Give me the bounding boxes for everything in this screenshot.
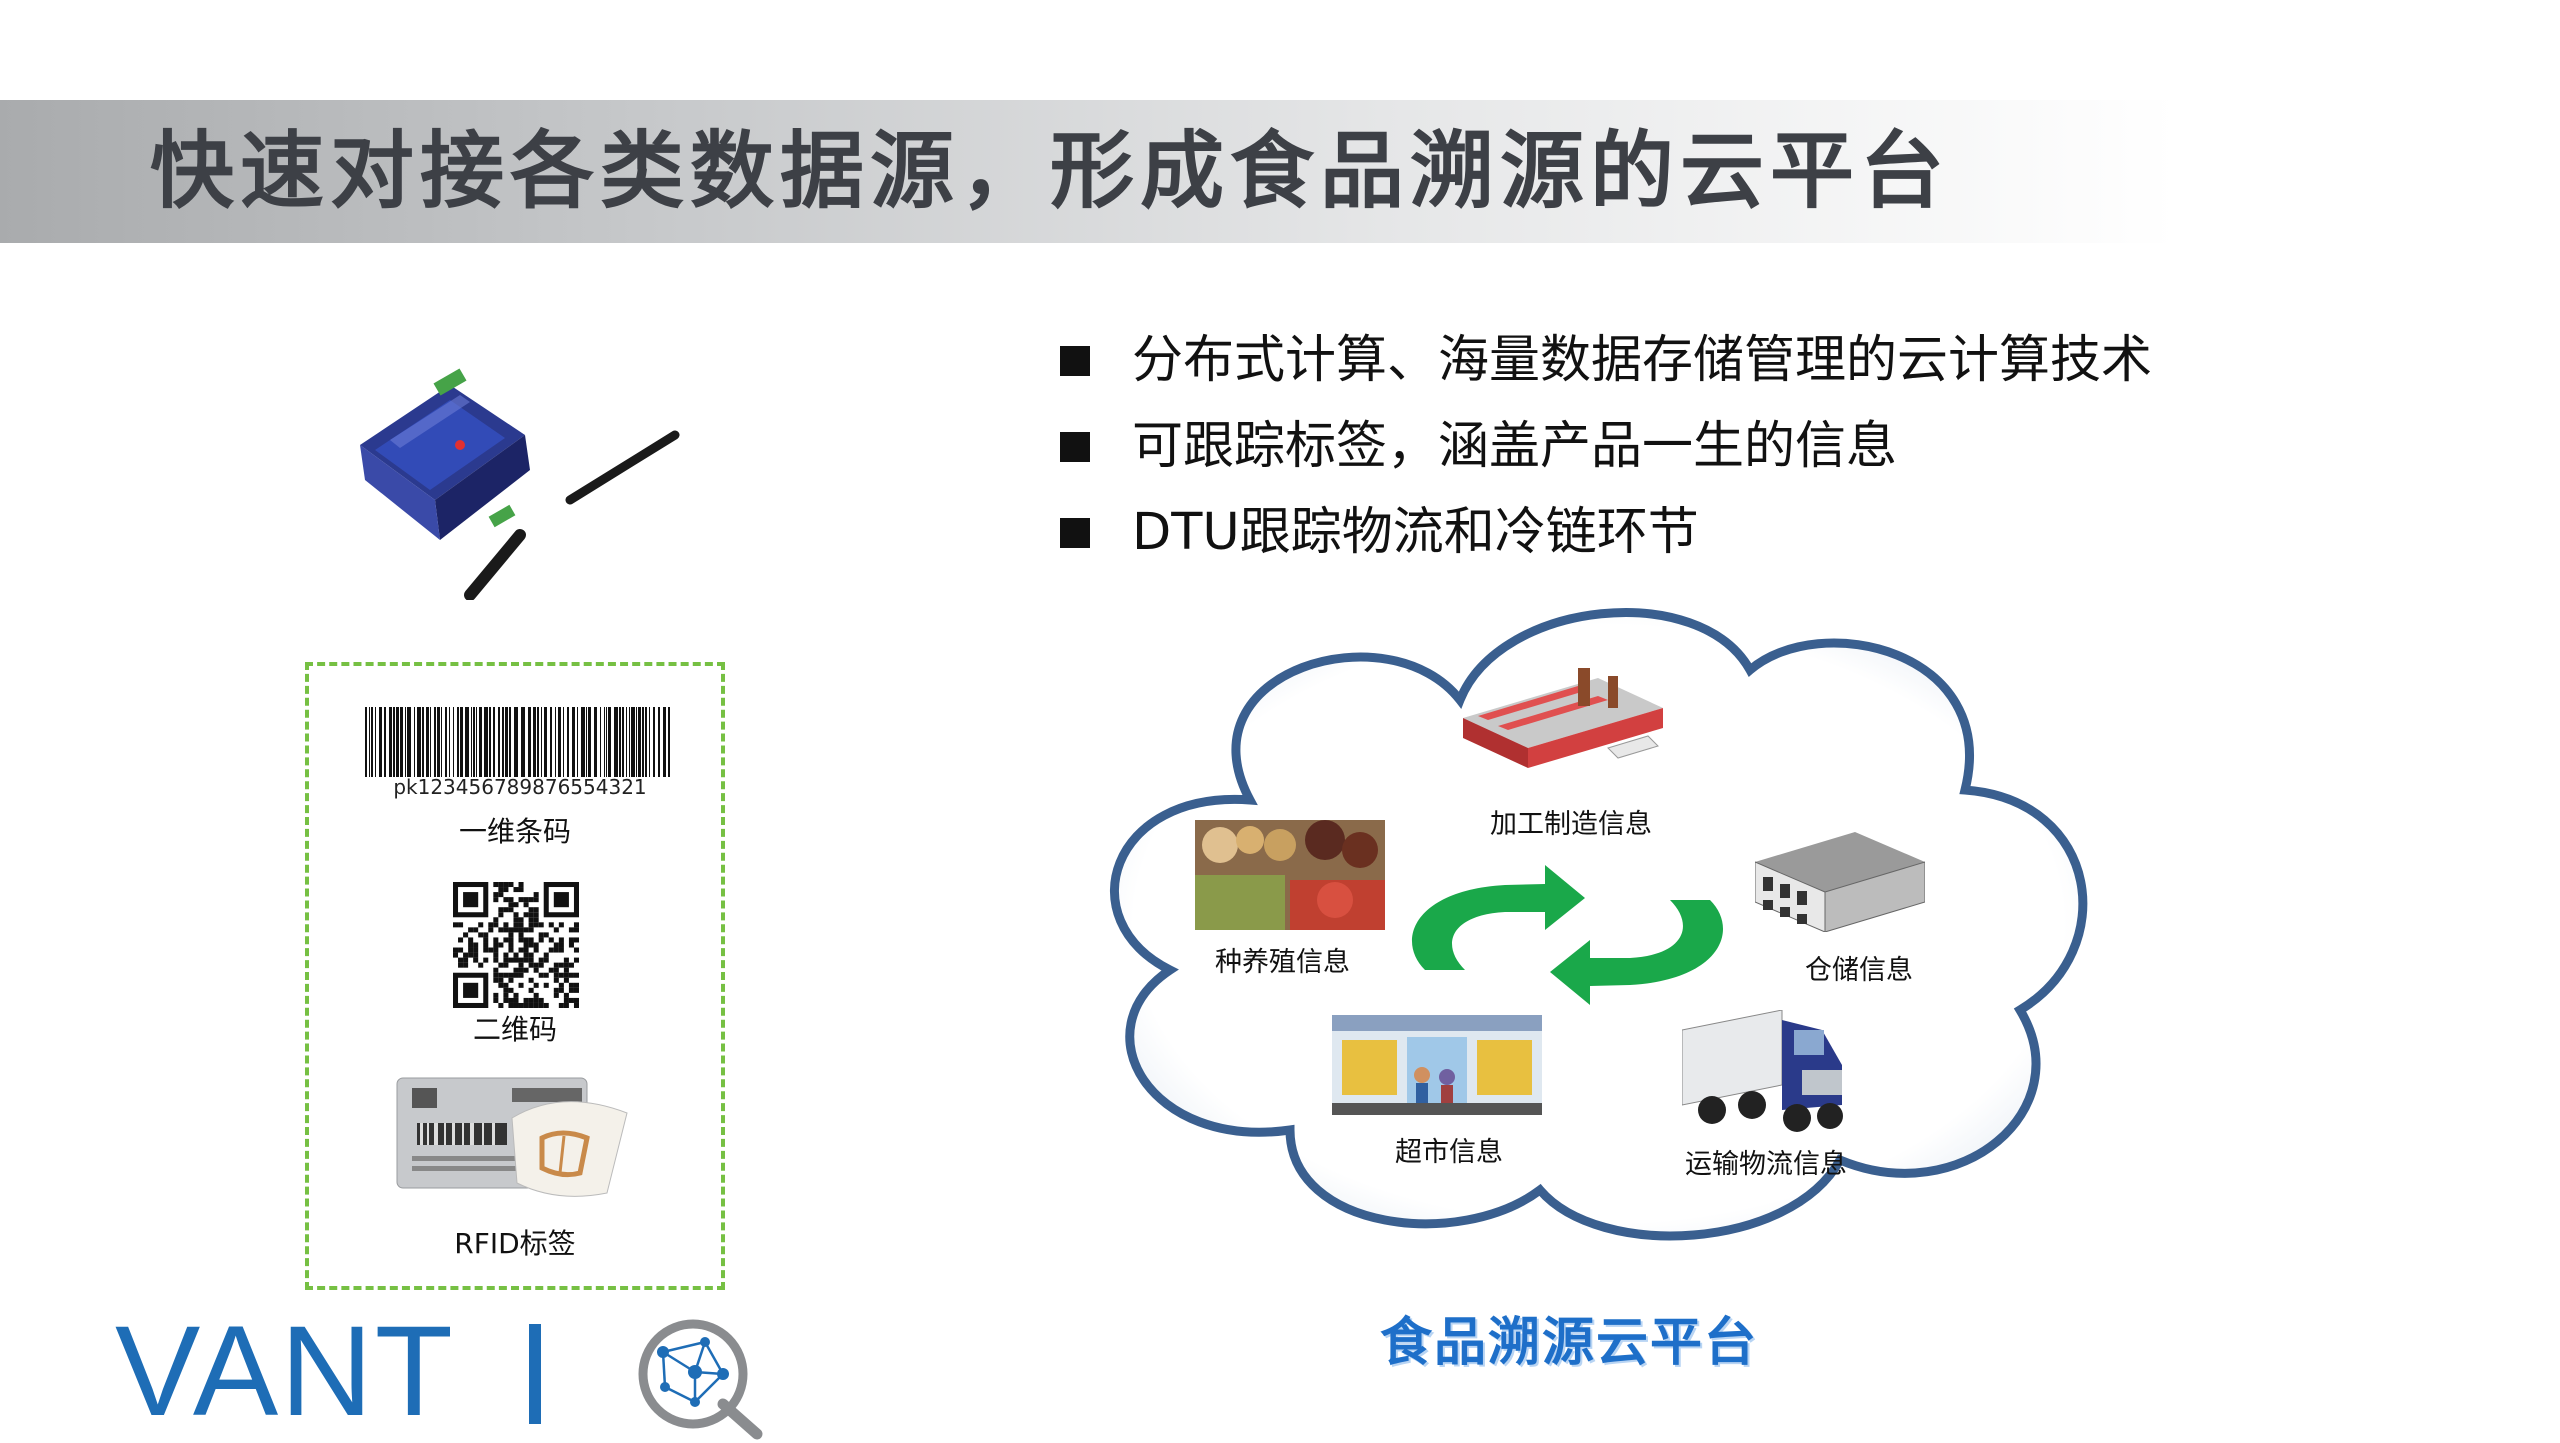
barcode-image bbox=[365, 707, 670, 777]
supermarket-label: 超市信息 bbox=[1395, 1137, 1503, 1168]
factory-icon bbox=[1463, 668, 1663, 768]
barcode-number: pk123456789876554321 bbox=[393, 775, 647, 799]
tag-types-box bbox=[305, 662, 725, 1290]
barcode-label: 一维条码 bbox=[458, 815, 571, 848]
storage-label: 仓储信息 bbox=[1805, 955, 1913, 986]
warehouse-icon bbox=[1755, 832, 1925, 932]
bullet-text: 分布式计算、海量数据存储管理的云计算技术 bbox=[1132, 331, 2153, 390]
qr-label: 二维码 bbox=[472, 1013, 557, 1046]
bullet-text: 可跟踪标签，涵盖产品一生的信息 bbox=[1132, 417, 1898, 476]
processing-label: 加工制造信息 bbox=[1490, 809, 1652, 840]
truck-icon bbox=[1682, 1010, 1843, 1132]
bullet-text: DTU跟踪物流和冷链环节 bbox=[1132, 503, 1699, 562]
bullet-square-icon bbox=[1060, 518, 1090, 548]
logo-text: VANT bbox=[115, 1300, 455, 1443]
logistics-label: 运输物流信息 bbox=[1685, 1149, 1847, 1180]
cloud-platform-title: 食品溯源云平台 bbox=[1380, 1313, 1759, 1373]
rfid-label: RFID标签 bbox=[454, 1227, 576, 1260]
logo-q-globe-icon bbox=[638, 1319, 763, 1440]
farming-label: 种养殖信息 bbox=[1215, 947, 1350, 978]
farm-produce-icon bbox=[1195, 820, 1385, 930]
title-band: 快速对接各类数据源，形成食品溯源的云平台 bbox=[0, 100, 2560, 243]
cycle-arrows-icon bbox=[1411, 865, 1724, 1005]
slide-title: 快速对接各类数据源，形成食品溯源的云平台 bbox=[150, 122, 1951, 220]
rfid-tag-image bbox=[396, 1077, 628, 1197]
supermarket-icon bbox=[1332, 1015, 1542, 1115]
logo-bar bbox=[529, 1324, 541, 1424]
dtu-device-image bbox=[360, 368, 680, 600]
bullet-square-icon bbox=[1060, 432, 1090, 462]
bullet-square-icon bbox=[1060, 346, 1090, 376]
qr-code-image bbox=[453, 882, 579, 1008]
